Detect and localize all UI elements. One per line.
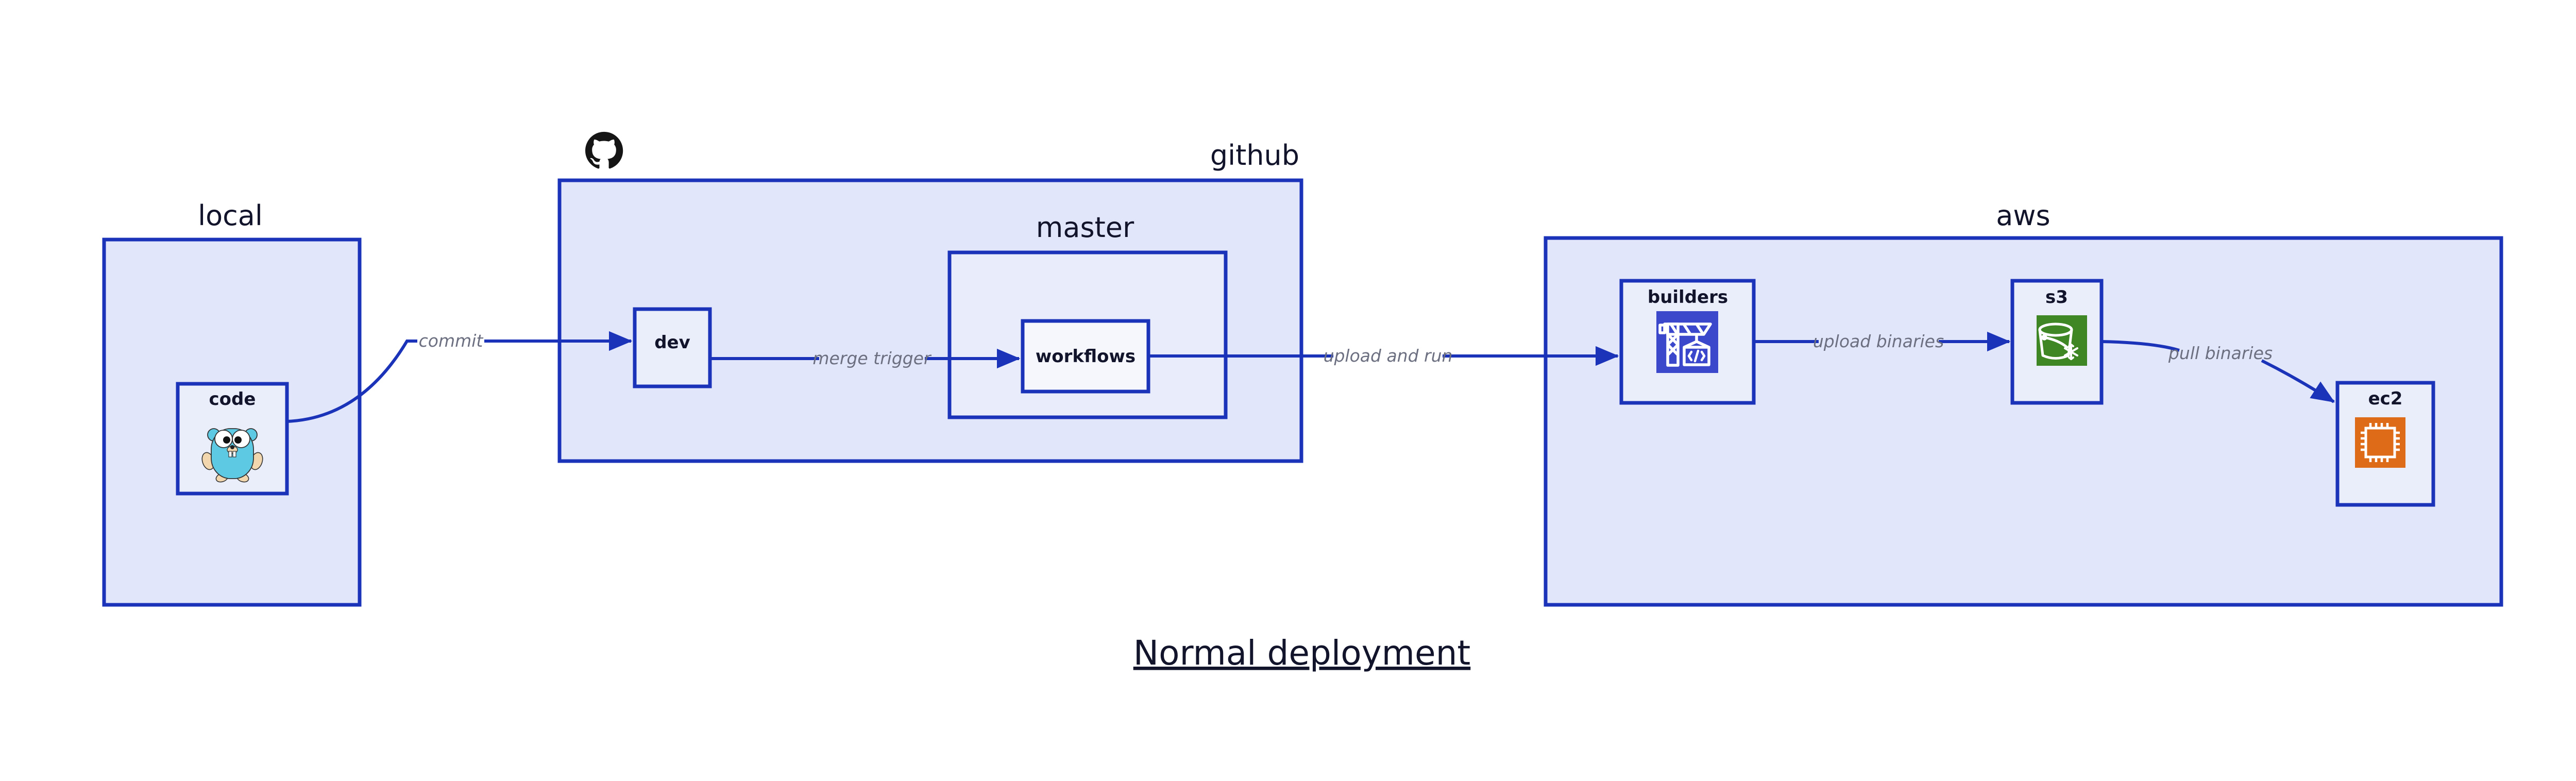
edge-commit: commit	[286, 331, 633, 423]
node-box-dev[interactable]	[633, 307, 712, 388]
node-builders[interactable]: builders	[1619, 279, 1756, 405]
node-ec2[interactable]: ec2	[2335, 381, 2435, 507]
node-code[interactable]: code	[176, 382, 289, 496]
edge-pull-binaries: pull binaries	[2101, 340, 2335, 403]
edge-label-merge-trigger: merge trigger	[812, 348, 932, 368]
edge-upload-and-run: upload and run	[1148, 346, 1619, 366]
edge-label-commit: commit	[419, 331, 484, 351]
group-github: github dev master workflows	[557, 131, 1303, 463]
node-label-code: code	[209, 389, 256, 410]
group-master: master workflows	[947, 211, 1228, 419]
aws-codebuild-icon	[1656, 311, 1718, 373]
group-label-aws: aws	[1996, 199, 2050, 232]
title-label: Normal deployment	[1133, 633, 1471, 673]
aws-s3-glacier-icon	[2037, 315, 2087, 366]
diagram-title: Normal deployment	[1133, 633, 1471, 673]
node-box-workflows[interactable]	[1021, 319, 1150, 394]
group-local: local code	[102, 199, 362, 607]
edge-label-pull-binaries: pull binaries	[2168, 343, 2273, 363]
group-label-github: github	[1210, 139, 1299, 172]
edge-path-pullbin-1	[2101, 340, 2180, 352]
node-dev[interactable]: dev	[633, 307, 712, 388]
node-workflows[interactable]: workflows	[1021, 319, 1150, 394]
go-gopher-icon	[201, 428, 263, 483]
aws-ec2-icon	[2355, 417, 2405, 468]
edge-merge-trigger: merge trigger	[710, 348, 1021, 369]
edge-label-upload-and-run: upload and run	[1324, 346, 1453, 366]
edge-upload-binaries: upload binaries	[1754, 331, 2011, 352]
node-label-workflows: workflows	[1036, 346, 1136, 367]
group-label-local: local	[198, 199, 263, 232]
group-aws: aws builders	[1544, 199, 2503, 607]
edge-label-upload-binaries: upload binaries	[1813, 331, 1944, 351]
node-label-ec2: ec2	[2368, 388, 2403, 409]
node-label-dev: dev	[654, 332, 690, 353]
node-label-s3: s3	[2045, 287, 2068, 308]
edge-path-commit	[286, 339, 417, 423]
github-octocat-icon	[585, 131, 623, 169]
edge-path-pullbin-2	[2261, 359, 2335, 403]
node-label-builders: builders	[1648, 287, 1728, 308]
node-s3[interactable]: s3	[2010, 279, 2104, 405]
group-label-master: master	[1036, 211, 1134, 244]
